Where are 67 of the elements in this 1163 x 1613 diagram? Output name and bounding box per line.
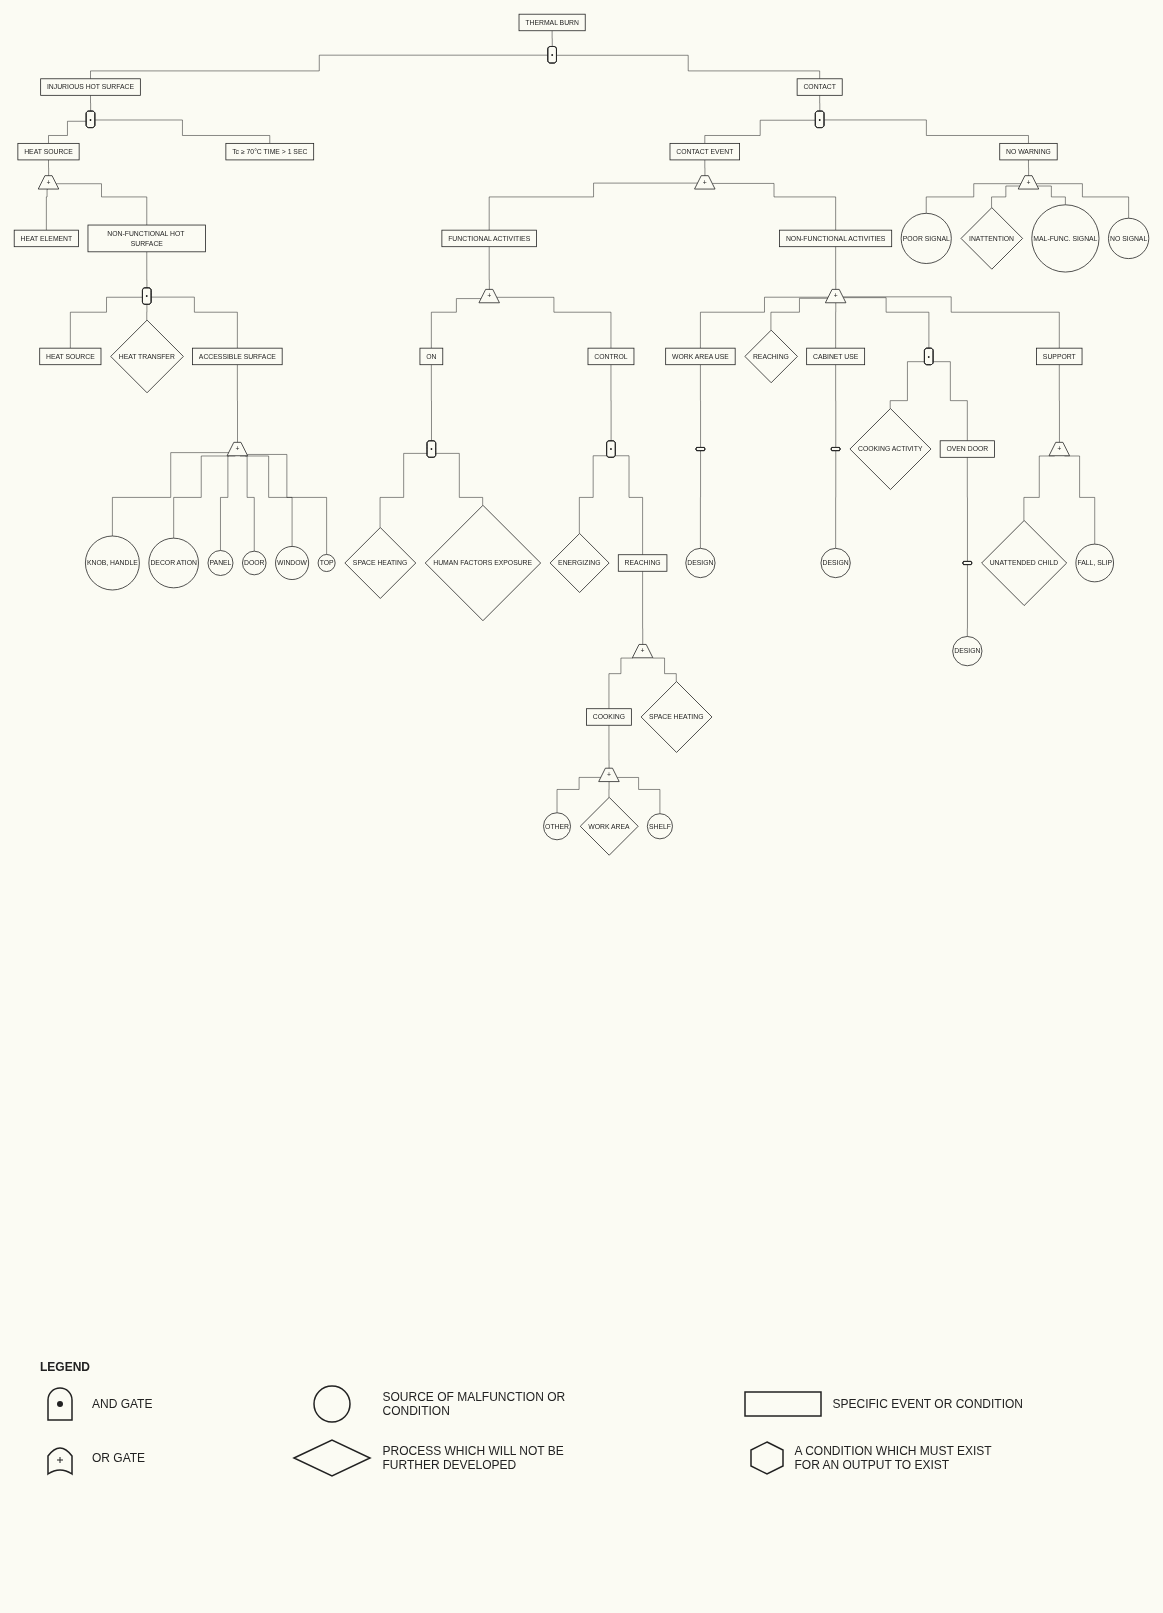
connector (700, 450, 701, 549)
connector (237, 364, 238, 443)
connector (496, 297, 612, 349)
connector (239, 455, 255, 552)
legend-label: PROCESS WHICH WILL NOT BE FURTHER DEVELOPED (382, 1444, 565, 1472)
connector (435, 453, 483, 506)
connector (642, 571, 644, 645)
connector (431, 364, 432, 442)
connector (1028, 159, 1029, 177)
connector (835, 364, 837, 448)
legend-title: LEGEND (40, 1360, 90, 1374)
connector (244, 455, 293, 547)
legend-label: SPECIFIC EVENT OR CONDITION (832, 1397, 1023, 1411)
connector (46, 189, 49, 231)
connector (967, 457, 968, 562)
connector (246, 454, 327, 555)
connector (488, 182, 699, 231)
connector (112, 452, 230, 537)
connector (551, 30, 553, 47)
connector (608, 781, 610, 798)
connector (842, 296, 1060, 349)
connector (889, 361, 925, 409)
connector (610, 364, 612, 442)
connector (220, 455, 236, 551)
connector (933, 361, 968, 442)
legend-label: A CONDITION WHICH MUST EXIST FOR AN OUTPUT TO EXIST (794, 1444, 993, 1472)
connector (835, 450, 837, 549)
connector (617, 777, 661, 814)
legend-label: AND GATE (92, 1397, 153, 1411)
connector (1064, 455, 1095, 545)
connector (819, 95, 821, 112)
connector (712, 183, 836, 231)
connector (835, 246, 837, 290)
connector (48, 159, 50, 177)
connector (55, 183, 148, 226)
connector (700, 296, 829, 349)
connector (146, 251, 148, 289)
connector (579, 455, 608, 534)
connector (146, 304, 148, 321)
connector (488, 246, 490, 290)
connector (608, 657, 634, 709)
legend-label: SOURCE OF MALFUNCTION OR CONDITION (382, 1390, 567, 1418)
connector (925, 183, 1022, 214)
connector (379, 453, 428, 528)
connector (652, 657, 677, 682)
connector (48, 121, 87, 144)
connector (556, 777, 602, 814)
connector (1035, 183, 1129, 219)
connector (1037, 185, 1066, 206)
connector (173, 455, 230, 539)
connector (700, 364, 701, 448)
connector (556, 55, 820, 80)
connector (704, 119, 816, 144)
connector (967, 564, 968, 637)
connector (1023, 455, 1055, 521)
legend-label: OR GATE (92, 1451, 146, 1465)
connector (1059, 364, 1060, 443)
connector (991, 185, 1021, 208)
connector (608, 725, 610, 769)
connector (94, 119, 271, 144)
connector (431, 298, 482, 349)
connector (151, 296, 238, 349)
connector (90, 95, 92, 112)
connector (90, 54, 549, 80)
connector (615, 455, 643, 555)
connector (824, 119, 1029, 144)
connector (770, 298, 829, 331)
